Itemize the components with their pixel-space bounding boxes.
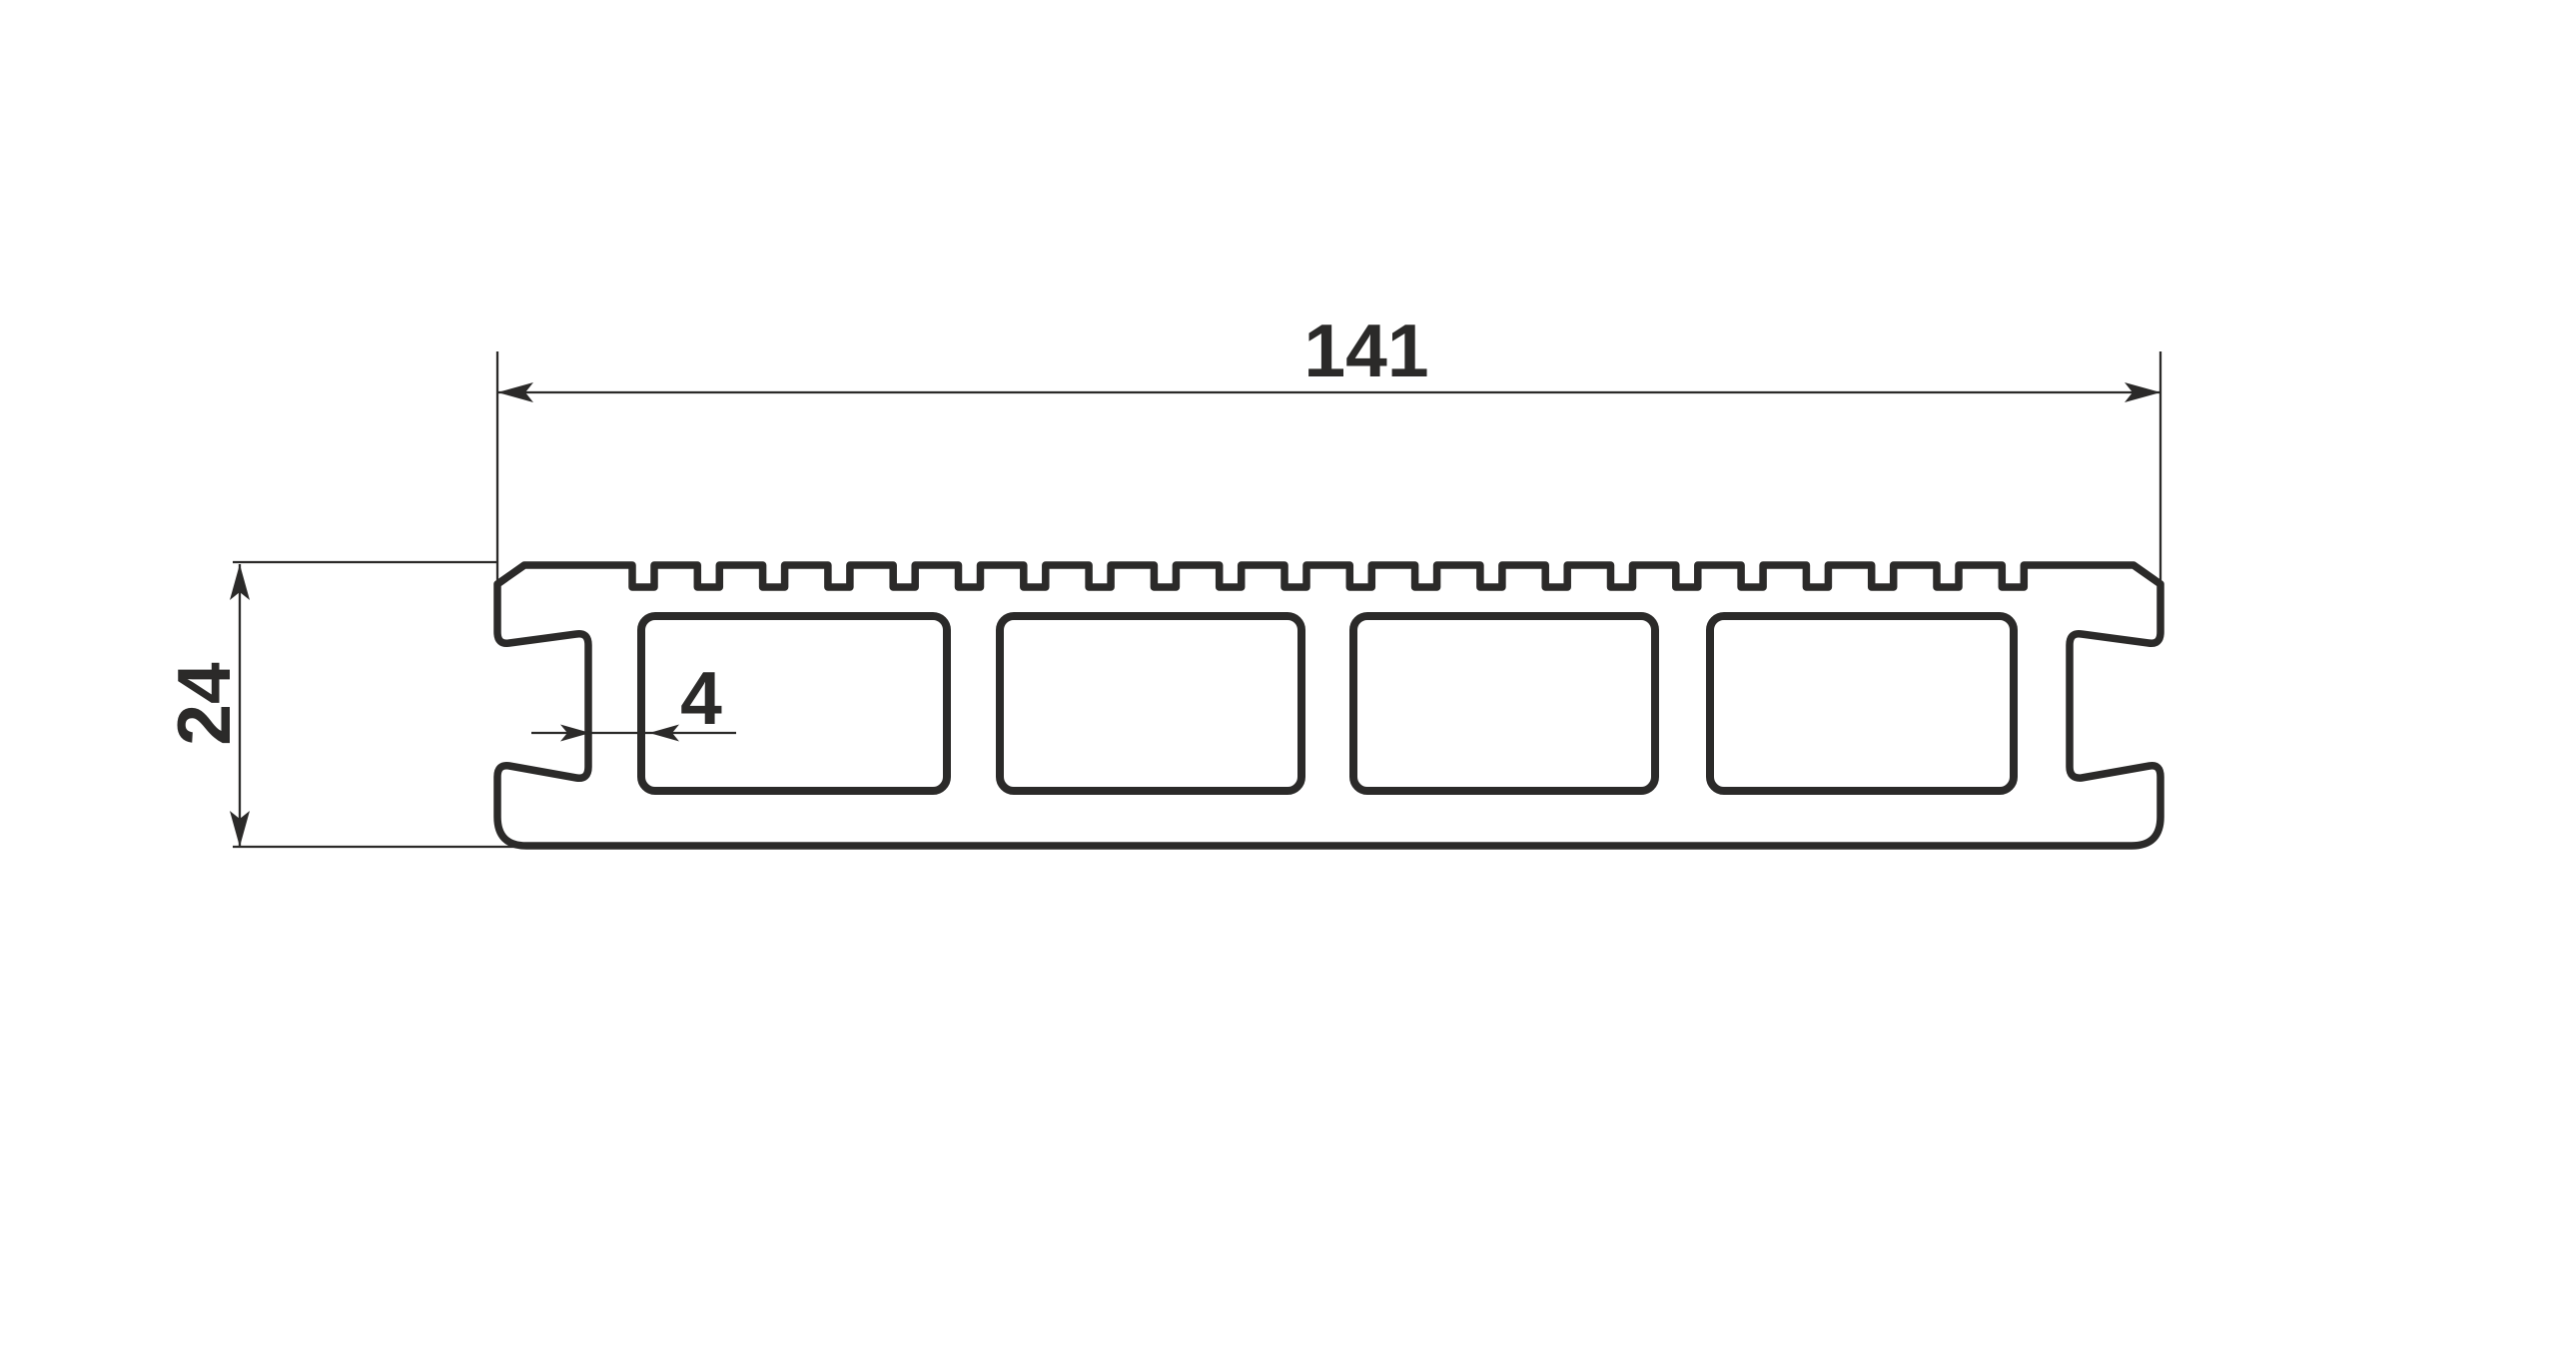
dimension-width: 141 — [495, 309, 2162, 588]
hollow-chamber — [1349, 612, 1659, 795]
hollow-chamber — [637, 612, 951, 795]
hollow-chamber — [996, 612, 1305, 795]
arrowhead-wall-right — [649, 724, 679, 742]
dimension-width-label: 141 — [1303, 309, 1428, 392]
dimension-height: 24 — [162, 560, 539, 849]
arrowhead-wall-left — [560, 724, 590, 742]
arrowhead-left — [497, 382, 533, 402]
dimension-wall-label: 4 — [680, 656, 722, 740]
dimension-height-label: 24 — [162, 662, 246, 746]
arrowhead-top — [230, 564, 250, 600]
hollow-chamber — [1706, 612, 2018, 795]
dimension-wall-thickness: 4 — [531, 656, 736, 742]
arrowhead-bottom — [230, 811, 250, 847]
arrowhead-right — [2125, 382, 2160, 402]
hollow-chambers — [637, 612, 2018, 795]
